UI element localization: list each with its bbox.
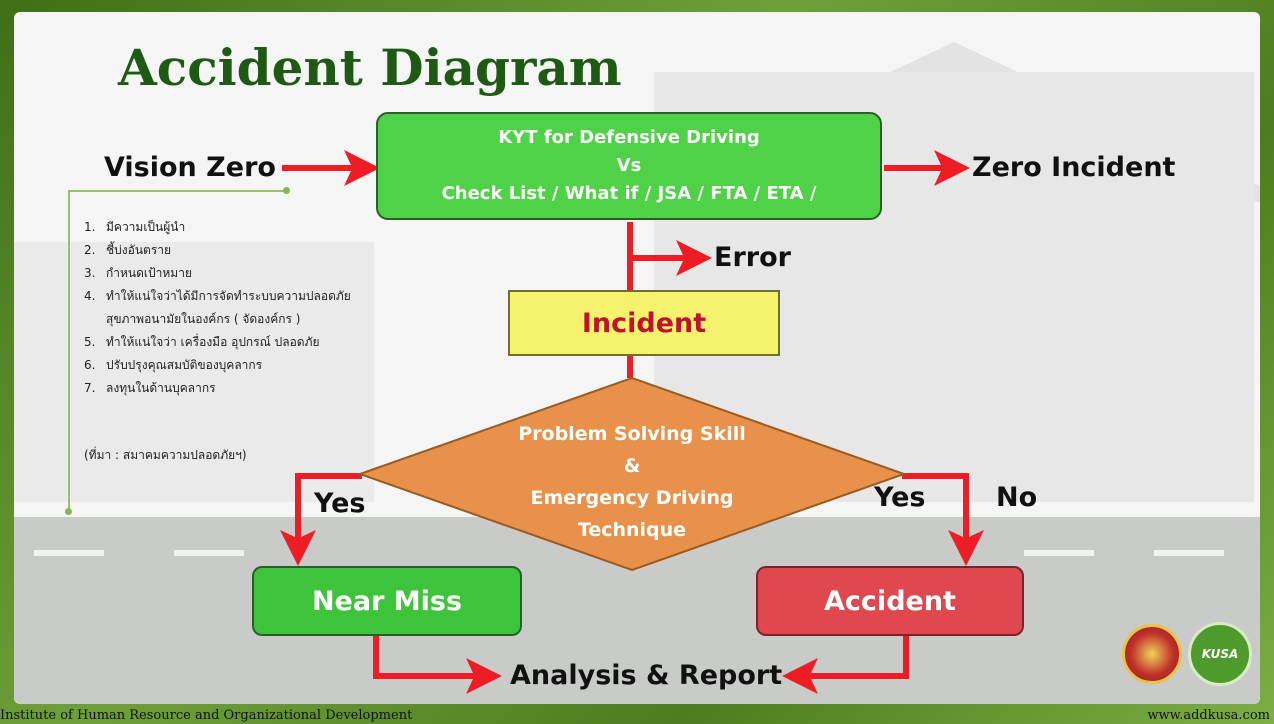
list-item: 3.กำหนดเป้าหมาย bbox=[84, 266, 192, 280]
kyt-line-3: Check List / What if / JSA / FTA / ETA / bbox=[441, 183, 817, 204]
list-item: 7.ลงทุนในด้านบุคลากร bbox=[84, 381, 216, 395]
kyt-line-1: KYT for Defensive Driving bbox=[498, 127, 760, 148]
decision-line-4: Technique bbox=[577, 519, 687, 541]
near-miss-label: Near Miss bbox=[311, 585, 463, 617]
decision-line-2: & bbox=[623, 455, 641, 477]
footer-institute: Institute of Human Resource and Organiza… bbox=[0, 708, 413, 723]
kyt-box: KYT for Defensive Driving Vs Check List … bbox=[376, 112, 882, 220]
analysis-report-label: Analysis & Report bbox=[510, 660, 783, 691]
yes-left-label: Yes bbox=[314, 488, 366, 519]
list-item: 2.ชี้บ่งอันตราย bbox=[84, 243, 172, 257]
background-house-left bbox=[14, 242, 374, 502]
arrow-to-accident bbox=[902, 473, 984, 566]
arrow-yes-near-miss bbox=[280, 473, 362, 566]
vision-zero-label: Vision Zero bbox=[104, 152, 276, 183]
road-marking bbox=[174, 550, 244, 556]
no-label: No bbox=[996, 482, 1038, 513]
decision-line-3: Emergency Driving bbox=[530, 487, 734, 509]
incident-label: Incident bbox=[581, 307, 707, 339]
list-item: 5.ทำให้แน่ใจว่า เครื่องมือ อุปกรณ์ ปลอดภ… bbox=[84, 335, 320, 349]
kusa-logo: KUSA bbox=[1188, 622, 1252, 686]
slide-title: Accident Diagram bbox=[118, 38, 622, 97]
zero-incident-label: Zero Incident bbox=[972, 152, 1176, 183]
decision-diamond bbox=[352, 376, 912, 572]
road-marking bbox=[1154, 550, 1224, 556]
decorative-dot bbox=[283, 187, 290, 194]
road-marking bbox=[34, 550, 104, 556]
slide bbox=[14, 12, 1260, 704]
decorative-dot bbox=[65, 508, 72, 515]
list-item-continuation: สุขภาพอนามัยในองค์กร ( จัดองค์กร ) bbox=[106, 312, 301, 326]
list-item: 4.ทำให้แน่ใจว่าได้มีการจัดทำระบบความปลอด… bbox=[84, 289, 351, 303]
safety-engineering-logo bbox=[1122, 624, 1182, 684]
accident-box: Accident bbox=[756, 566, 1024, 636]
source-note: (ที่มา : สมาคมความปลอดภัยฯ) bbox=[84, 448, 247, 462]
decision-line-1: Problem Solving Skill bbox=[518, 423, 746, 445]
decorative-vertical-line bbox=[68, 190, 70, 512]
decision-text: Problem Solving Skill & Emergency Drivin… bbox=[352, 418, 912, 546]
principles-list: 1.มีความเป็นผู้นำ 2.ชี้บ่งอันตราย 3.กำหน… bbox=[84, 216, 414, 400]
accident-label: Accident bbox=[824, 585, 956, 617]
arrow-near-miss-to-analysis bbox=[373, 636, 502, 694]
decorative-horizontal-line bbox=[68, 190, 286, 192]
yes-right-label: Yes bbox=[874, 482, 926, 513]
incident-box: Incident bbox=[508, 290, 780, 356]
list-item: 1.มีความเป็นผู้นำ bbox=[84, 220, 186, 234]
footer-website: www.addkusa.com bbox=[1147, 708, 1270, 723]
arrow-accident-to-analysis bbox=[782, 636, 909, 694]
road-marking bbox=[1024, 550, 1094, 556]
near-miss-box: Near Miss bbox=[252, 566, 522, 636]
list-item: 6.ปรับปรุงคุณสมบัติของบุคลากร bbox=[84, 358, 263, 372]
kyt-line-2: Vs bbox=[616, 155, 642, 176]
error-label: Error bbox=[714, 242, 791, 273]
